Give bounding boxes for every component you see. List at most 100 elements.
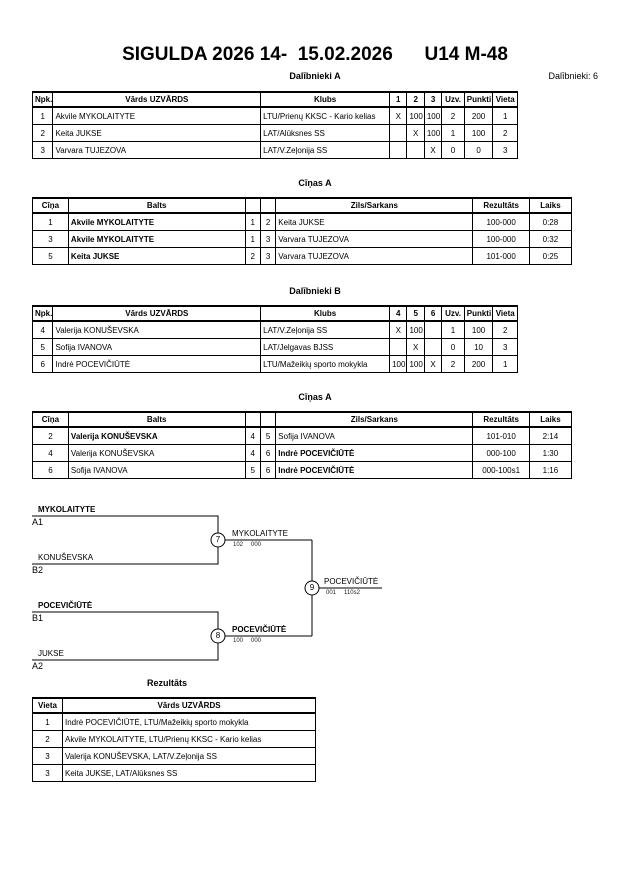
column-header: 6 bbox=[423, 305, 443, 322]
match-8-number: 8 bbox=[215, 631, 221, 640]
semi2-score2: 000 bbox=[251, 638, 262, 644]
matches-a-table: Cīņa Balts Zils/Sarkans Rezultāts Laiks … bbox=[32, 197, 573, 265]
cell: Varvara TUJEZOVA bbox=[52, 141, 262, 159]
results-table: Vieta Vārds UZVĀRDS 1 Indrė POCEVIČIŪTĖ,… bbox=[32, 697, 316, 782]
table-header: Npk. Vārds UZVĀRDS Klubs 1 2 3 Uzv. Punk… bbox=[31, 91, 518, 108]
table-row: 6 Indrė POCEVIČIŪTĖ LTU/Mažeikių sporto … bbox=[31, 355, 518, 373]
column-header: Npk. bbox=[31, 91, 54, 108]
final-winner-name: POCEVIČIŪTĖ bbox=[324, 577, 379, 586]
semi1-winner-name: MYKOLAITYTE bbox=[232, 529, 289, 538]
cell: 3 bbox=[32, 747, 63, 765]
semi1-score2: 000 bbox=[251, 542, 262, 548]
column-header: Balts bbox=[67, 197, 246, 214]
final-score2: 110s2 bbox=[344, 590, 360, 596]
column-header bbox=[244, 197, 261, 214]
cell: 1 bbox=[492, 355, 518, 373]
column-header: Cīņa bbox=[32, 197, 69, 214]
column-header: Zils/Sarkans bbox=[275, 411, 474, 428]
column-header: Balts bbox=[67, 411, 246, 428]
cell: Indrė POCEVIČIŪTĖ, LTU/Mažeikių sporto m… bbox=[62, 712, 316, 731]
cell: 3 bbox=[31, 141, 54, 159]
cell: 6 bbox=[31, 355, 54, 373]
cell: 2:14 bbox=[528, 426, 573, 445]
cell: 3 bbox=[32, 764, 63, 782]
matches-a-title: Cīņas A bbox=[298, 178, 332, 188]
cell: Indrė POCEVIČIŪTĖ bbox=[52, 355, 262, 373]
matches-b-title: Cīņas A bbox=[298, 392, 332, 402]
cell: 1 bbox=[244, 212, 261, 231]
cell: 6 bbox=[259, 461, 277, 479]
table-row: 5 Keita JUKSE 2 3 Varvara TUJEZOVA 101-0… bbox=[32, 247, 573, 265]
cell: 1 bbox=[32, 712, 63, 731]
results-title: Rezultāts bbox=[146, 678, 187, 688]
final-score1: 001 bbox=[326, 590, 337, 596]
matches-b-table: Cīņa Balts Zils/Sarkans Rezultāts Laiks … bbox=[32, 411, 573, 479]
table-row: 4 Valerija KONUŠEVSKA 4 6 Indrė POCEVIČI… bbox=[32, 444, 573, 462]
cell: 10 bbox=[463, 338, 494, 356]
semi2-bottom-position: A2 bbox=[32, 661, 44, 671]
cell: Keita JUKSE, LAT/Alūksnes SS bbox=[62, 764, 316, 782]
column-header: Vieta bbox=[492, 305, 518, 322]
cell: X bbox=[423, 141, 443, 159]
cell: 101-000 bbox=[472, 247, 530, 265]
column-header: 1 bbox=[389, 91, 408, 108]
table-row: 1 Akvile MYKOLAITYTE 1 2 Keita JUKSE 100… bbox=[32, 212, 573, 231]
column-header: Laiks bbox=[528, 411, 573, 428]
column-header bbox=[259, 411, 277, 428]
cell: 2 bbox=[31, 124, 54, 142]
table-header: Cīņa Balts Zils/Sarkans Rezultāts Laiks bbox=[32, 411, 573, 428]
cell: Akvile MYKOLAITYTE, LTU/Prienų KKSC - Ka… bbox=[62, 730, 316, 748]
column-header: Klubs bbox=[260, 91, 391, 108]
group-b-table: Npk. Vārds UZVĀRDS Klubs 4 5 6 Uzv. Punk… bbox=[31, 305, 518, 373]
match-9-circle bbox=[304, 580, 320, 596]
semi2-winner-name: POCEVIČIŪTĖ bbox=[232, 625, 287, 634]
semi2-top-position: B1 bbox=[32, 613, 44, 623]
column-header bbox=[244, 411, 261, 428]
column-header: Cīņa bbox=[32, 411, 69, 428]
semi1-top-name: MYKOLAITYTE bbox=[38, 505, 96, 514]
cell: 3 bbox=[492, 141, 518, 159]
table-header: Cīņa Balts Zils/Sarkans Rezultāts Laiks bbox=[32, 197, 573, 214]
cell: 6 bbox=[32, 461, 69, 479]
semi2-score1: 100 bbox=[233, 638, 244, 644]
column-header: Vieta bbox=[492, 91, 518, 108]
cell: 3 bbox=[259, 247, 277, 265]
table-row: 3 Akvile MYKOLAITYTE 1 3 Varvara TUJEZOV… bbox=[32, 230, 573, 248]
match-9-number: 9 bbox=[309, 583, 315, 592]
semi1-score1: 102 bbox=[233, 542, 244, 548]
column-header: 2 bbox=[406, 91, 425, 108]
cell: 0:25 bbox=[528, 247, 573, 265]
match-7-number: 7 bbox=[215, 535, 221, 544]
table-row: 1 Indrė POCEVIČIŪTĖ, LTU/Mažeikių sporto… bbox=[32, 712, 316, 731]
table-header: Npk. Vārds UZVĀRDS Klubs 4 5 6 Uzv. Punk… bbox=[31, 305, 518, 322]
cell: 2 bbox=[259, 212, 277, 231]
cell: 1 bbox=[492, 106, 518, 125]
group-a-table: Npk. Vārds UZVĀRDS Klubs 1 2 3 Uzv. Punk… bbox=[31, 91, 518, 159]
participants-count: Dalībnieki: 6 bbox=[548, 71, 598, 81]
match-7-circle bbox=[210, 532, 226, 548]
column-header: Npk. bbox=[31, 305, 54, 322]
semi1-bottom-position: B2 bbox=[32, 565, 44, 575]
column-header: 3 bbox=[423, 91, 443, 108]
column-header bbox=[259, 197, 277, 214]
column-header: Vārds UZVĀRDS bbox=[52, 91, 262, 108]
cell: 2 bbox=[32, 730, 63, 748]
cell: 5 bbox=[244, 461, 261, 479]
cell: 2 bbox=[244, 247, 261, 265]
semi2-bottom-name: JUKSE bbox=[38, 649, 64, 658]
table-row: 5 Sofija IVANOVA LAT/Jelgavas BJSS X 0 1… bbox=[31, 338, 518, 356]
table-row: 3 Valerija KONUŠEVSKA, LAT/V.Zeļonija SS bbox=[32, 747, 316, 765]
group-a-title: Dalībnieki A bbox=[289, 71, 341, 81]
cell: X bbox=[423, 355, 443, 373]
column-header: Punkti bbox=[463, 305, 494, 322]
column-header: Rezultāts bbox=[472, 411, 530, 428]
semi1-bottom-name: KONUŠEVSKA bbox=[38, 553, 94, 562]
cell: 5 bbox=[32, 247, 69, 265]
table-row: 3 Keita JUKSE, LAT/Alūksnes SS bbox=[32, 764, 316, 782]
cell: Valerija KONUŠEVSKA, LAT/V.Zeļonija SS bbox=[62, 747, 316, 765]
column-header: Vieta bbox=[32, 697, 63, 714]
table-row: 3 Varvara TUJEZOVA LAT/V.Zeļonija SS X 0… bbox=[31, 141, 518, 159]
column-header: Punkti bbox=[463, 91, 494, 108]
column-header: Vārds UZVĀRDS bbox=[52, 305, 262, 322]
